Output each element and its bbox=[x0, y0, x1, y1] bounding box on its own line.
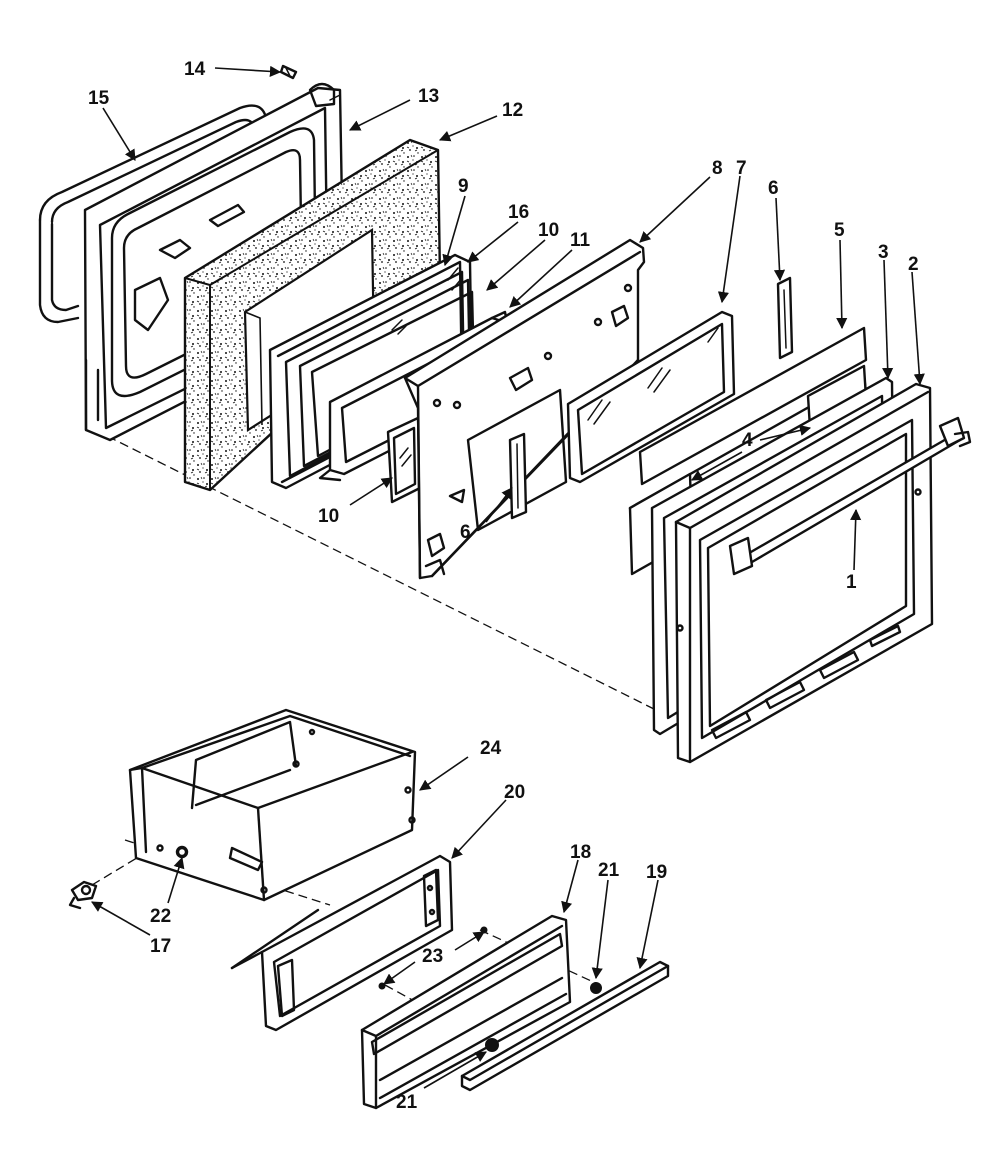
callout-22: 22 bbox=[150, 906, 171, 927]
drawer-slide-part-17 bbox=[68, 880, 98, 910]
door-handle-part-1 bbox=[728, 416, 972, 576]
callout-21-lower: 21 bbox=[396, 1092, 418, 1113]
window-pack-part-5 bbox=[638, 326, 868, 486]
hinge-channel-part-6-right bbox=[776, 276, 794, 360]
callout-9: 9 bbox=[458, 176, 469, 197]
door-liner-part-8 bbox=[403, 238, 646, 580]
callout-10-lower: 10 bbox=[318, 506, 339, 527]
fastener-part-21-lower bbox=[485, 1038, 499, 1052]
callout-13: 13 bbox=[418, 86, 439, 107]
callout-8: 8 bbox=[712, 158, 723, 179]
drawer-front-liner-part-20 bbox=[230, 854, 454, 1032]
glass-panel-part-10-lower bbox=[386, 416, 422, 504]
callout-10-upper: 10 bbox=[538, 220, 559, 241]
callout-labels: 14 15 13 12 9 16 10 11 8 7 6 5 3 2 4 1 6… bbox=[88, 59, 919, 1113]
fastener-part-21-upper bbox=[590, 982, 602, 994]
callout-3: 3 bbox=[878, 242, 889, 263]
callout-15: 15 bbox=[88, 88, 110, 109]
callout-6-left: 6 bbox=[460, 522, 471, 543]
callout-6-right: 6 bbox=[768, 178, 779, 199]
drawer-trim-part-19 bbox=[460, 960, 670, 1092]
callout-16: 16 bbox=[508, 202, 529, 223]
callout-2: 2 bbox=[908, 254, 919, 275]
callout-7: 7 bbox=[736, 158, 747, 179]
callout-14: 14 bbox=[184, 59, 206, 80]
callout-1: 1 bbox=[846, 572, 857, 593]
callout-21-upper: 21 bbox=[598, 860, 620, 881]
callout-18: 18 bbox=[570, 842, 591, 863]
outer-door-panel-part-2 bbox=[674, 382, 934, 764]
callout-4: 4 bbox=[742, 430, 753, 451]
callout-11: 11 bbox=[570, 230, 591, 251]
callout-17: 17 bbox=[150, 936, 171, 957]
drawer-body-part-24 bbox=[128, 708, 417, 902]
drawer-front-panel-part-18 bbox=[360, 914, 572, 1110]
hinge-channel-part-6-left bbox=[508, 432, 528, 520]
screw-part-14 bbox=[279, 64, 298, 80]
leader-lines bbox=[91, 65, 925, 1089]
callout-5: 5 bbox=[834, 220, 845, 241]
window-glass-part-7 bbox=[566, 310, 736, 484]
callout-24: 24 bbox=[480, 738, 502, 759]
callout-20: 20 bbox=[504, 782, 525, 803]
callout-12: 12 bbox=[502, 100, 523, 121]
callout-19: 19 bbox=[646, 862, 667, 883]
callout-23: 23 bbox=[422, 946, 443, 967]
